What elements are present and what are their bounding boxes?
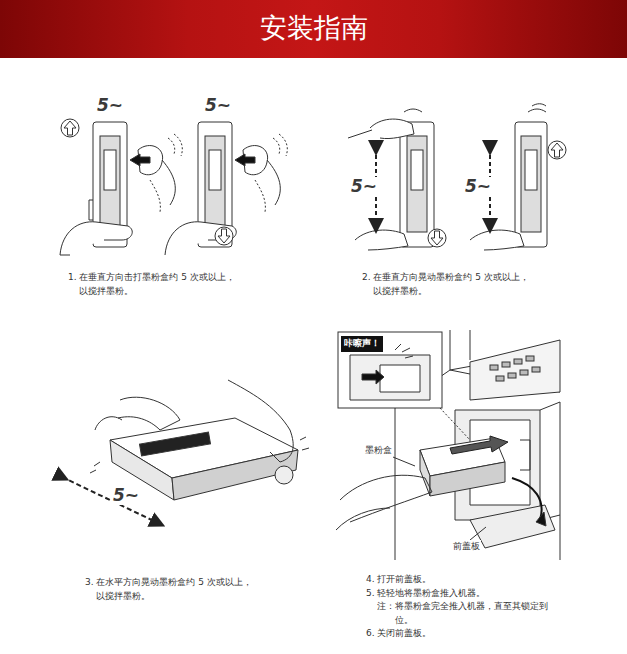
panel-3 <box>62 380 309 523</box>
step-text: 5. 轻轻地将墨粉盒推入机器。 <box>366 587 485 601</box>
repeat-count: 5~ <box>204 96 232 115</box>
repeat-count: 5~ <box>464 177 492 196</box>
panel-4 <box>336 330 560 560</box>
page-title: 安装指南 <box>0 10 627 46</box>
panel-2 <box>348 104 566 250</box>
note-text: 注：将墨粉盒完全推入机器，直至其锁定到位。 <box>377 600 555 627</box>
sound-callout: 咔嚓声！ <box>341 336 383 352</box>
repeat-count: 5~ <box>112 486 140 505</box>
repeat-count: 5~ <box>96 96 124 115</box>
step-text: 3. 在水平方向晃动墨粉盒约 5 次或以上， 以搅拌墨粉。 <box>85 576 305 603</box>
step-text: 4. 打开前盖板。 <box>366 573 431 587</box>
part-label: 前盖板 <box>452 540 481 554</box>
repeat-count: 5~ <box>350 177 378 196</box>
panel-1 <box>60 119 287 255</box>
step-text: 1. 在垂直方向击打墨粉盒约 5 次或以上， 以搅拌墨粉。 <box>68 271 288 298</box>
part-label: 墨粉盒 <box>364 444 393 458</box>
step-text: 6. 关闭前盖板。 <box>366 627 431 641</box>
step-text: 2. 在垂直方向晃动墨粉盒约 5 次或以上， 以搅拌墨粉。 <box>362 271 582 298</box>
